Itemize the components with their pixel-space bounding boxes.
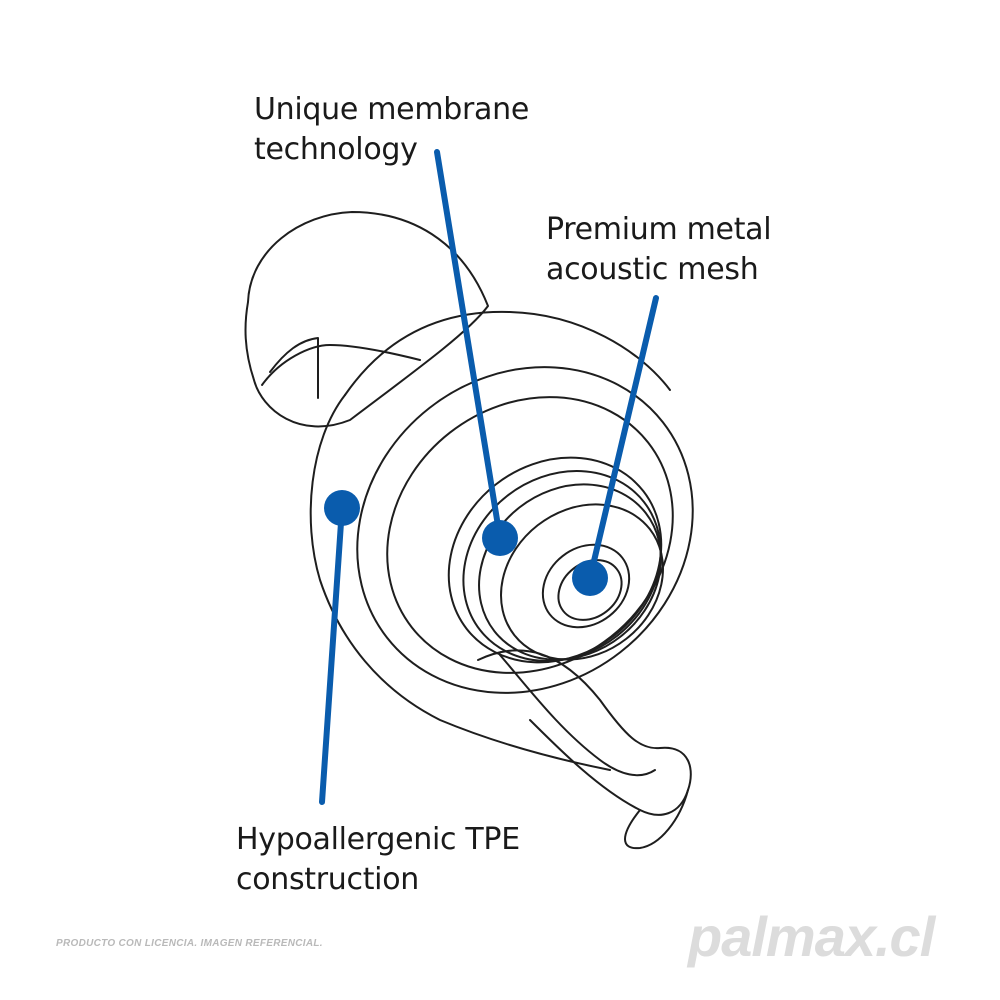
front-ring-outer [356, 366, 694, 694]
nozzle-face [500, 503, 664, 661]
leader-membrane [434, 149, 503, 541]
callout-mesh: Premium metal acoustic mesh [546, 210, 772, 290]
callout-membrane-line-2: technology [254, 132, 418, 167]
callout-tpe-line-2: construction [236, 862, 419, 897]
leader-tpe [319, 505, 345, 805]
nozzle-ring-3 [478, 483, 662, 661]
callout-mesh-line-2: acoustic mesh [546, 252, 759, 287]
body-shell [309, 394, 611, 771]
stem-wing-inner [499, 654, 656, 777]
dot-mesh [572, 560, 608, 596]
mesh-inner [557, 559, 623, 621]
callout-lines [319, 149, 659, 805]
leader-mesh [587, 295, 659, 581]
callout-membrane: Unique membrane technology [254, 90, 529, 170]
callout-mesh-line-1: Premium metal [546, 212, 772, 247]
earbud-outline [244, 211, 694, 850]
stem-wing [477, 649, 692, 816]
callout-tpe-line-1: Hypoallergenic TPE [236, 822, 520, 857]
ear-tip-inner [269, 337, 319, 399]
callout-membrane-line-1: Unique membrane [254, 92, 529, 127]
dot-tpe [324, 490, 360, 526]
dot-membrane [482, 520, 518, 556]
mesh-rim [541, 543, 631, 629]
stem-tip [624, 789, 689, 850]
callout-tpe: Hypoallergenic TPE construction [236, 820, 520, 900]
brand-watermark: palmax.cl [688, 905, 935, 968]
front-ring-inner [386, 396, 674, 674]
nozzle-ring-1 [447, 456, 663, 664]
nozzle-ring-2 [462, 470, 662, 662]
license-disclaimer: PRODUCTO CON LICENCIA. IMAGEN REFERENCIA… [56, 938, 323, 949]
ear-tip-rim [261, 344, 421, 386]
body-top [344, 310, 671, 396]
